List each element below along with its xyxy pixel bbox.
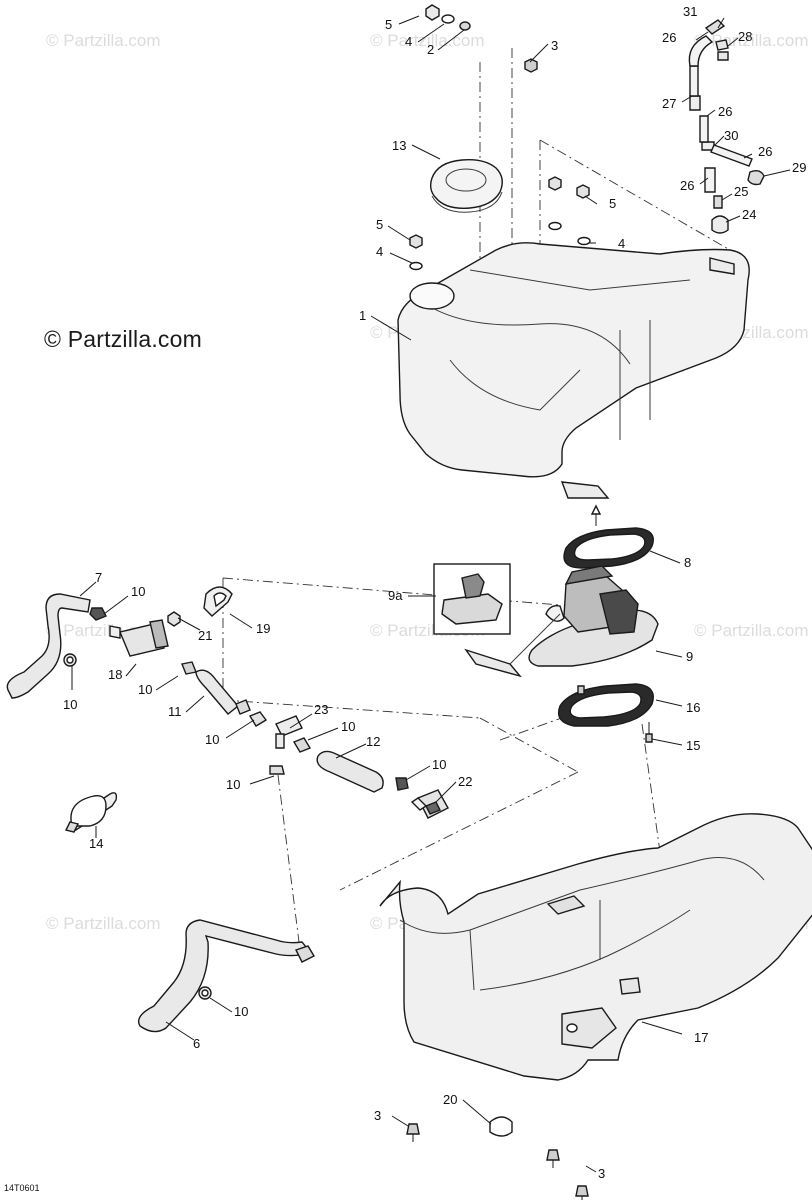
- callout-9a: 9a: [388, 588, 403, 603]
- callout-3: 3: [598, 1166, 605, 1181]
- callout-19: 19: [256, 621, 270, 636]
- callout-1: 1: [359, 308, 366, 323]
- callout-30: 30: [724, 128, 738, 143]
- callout-10: 10: [341, 719, 355, 734]
- callout-23: 23: [314, 702, 328, 717]
- callout-5: 5: [609, 196, 616, 211]
- fuel-filler-cap: [429, 158, 503, 213]
- fuel-tank: [397, 242, 750, 499]
- callout-9: 9: [686, 649, 693, 664]
- watermark: © Partzilla.com: [694, 621, 809, 640]
- callout-27: 27: [662, 96, 676, 111]
- callout-11: 11: [168, 704, 182, 719]
- callout-10: 10: [131, 584, 145, 599]
- callout-5: 5: [376, 217, 383, 232]
- callout-14: 14: [89, 836, 103, 851]
- pump-retainer-ring: [557, 683, 654, 743]
- assembly-arrows: [590, 504, 602, 526]
- fuel-line-upper: [6, 586, 268, 727]
- callout-26: 26: [680, 178, 694, 193]
- callout-4: 4: [618, 236, 625, 251]
- watermark: © Partzilla.com: [46, 914, 161, 933]
- callout-8: 8: [684, 555, 691, 570]
- callout-22: 22: [458, 774, 472, 789]
- fuel-line-tee: [269, 715, 409, 793]
- watermark: © Partzilla.com: [46, 31, 161, 50]
- top-fastener-stack: [425, 4, 538, 73]
- callout-3: 3: [374, 1108, 381, 1123]
- quick-connector: [410, 789, 449, 819]
- vent-hose-assembly: [688, 19, 765, 234]
- callout-10: 10: [226, 777, 240, 792]
- callout-20: 20: [443, 1092, 457, 1107]
- callout-31: 31: [683, 4, 697, 19]
- callout-25: 25: [734, 184, 748, 199]
- callout-13: 13: [392, 138, 406, 153]
- callout-28: 28: [738, 29, 752, 44]
- callout-labels: 5 4 2 3 13 5 4 5 4 1 31 26 28 27 26 30 2…: [63, 4, 806, 1181]
- brand-watermark: © Partzilla.com: [44, 326, 202, 352]
- callout-26: 26: [718, 104, 732, 119]
- callout-26: 26: [758, 144, 772, 159]
- callout-15: 15: [686, 738, 700, 753]
- cable-tie: [64, 792, 118, 833]
- callout-12: 12: [366, 734, 380, 749]
- callout-17: 17: [694, 1030, 708, 1045]
- callout-26: 26: [662, 30, 676, 45]
- callout-2: 2: [427, 42, 434, 57]
- callout-18: 18: [108, 667, 122, 682]
- callout-4: 4: [376, 244, 383, 259]
- callout-10: 10: [205, 732, 219, 747]
- fuel-pump-module: [433, 563, 659, 678]
- tray-fasteners: [406, 1116, 589, 1200]
- leader-lines: [71, 15, 791, 1173]
- pump-gasket: [563, 527, 654, 569]
- callout-10: 10: [234, 1004, 248, 1019]
- callout-6: 6: [193, 1036, 200, 1051]
- callout-10: 10: [432, 757, 446, 772]
- callout-7: 7: [95, 570, 102, 585]
- figure-id: 14T0601: [4, 1183, 40, 1193]
- callout-16: 16: [686, 700, 700, 715]
- tank-support-tray: [379, 813, 812, 1081]
- callout-24: 24: [742, 207, 756, 222]
- callout-21: 21: [198, 628, 212, 643]
- callout-10: 10: [63, 697, 77, 712]
- callout-5: 5: [385, 17, 392, 32]
- callout-29: 29: [792, 160, 806, 175]
- tank-mount-hardware: [409, 176, 591, 271]
- callout-3: 3: [551, 38, 558, 53]
- lower-fuel-hose: [137, 919, 315, 1033]
- callout-10: 10: [138, 682, 152, 697]
- callout-4: 4: [405, 34, 412, 49]
